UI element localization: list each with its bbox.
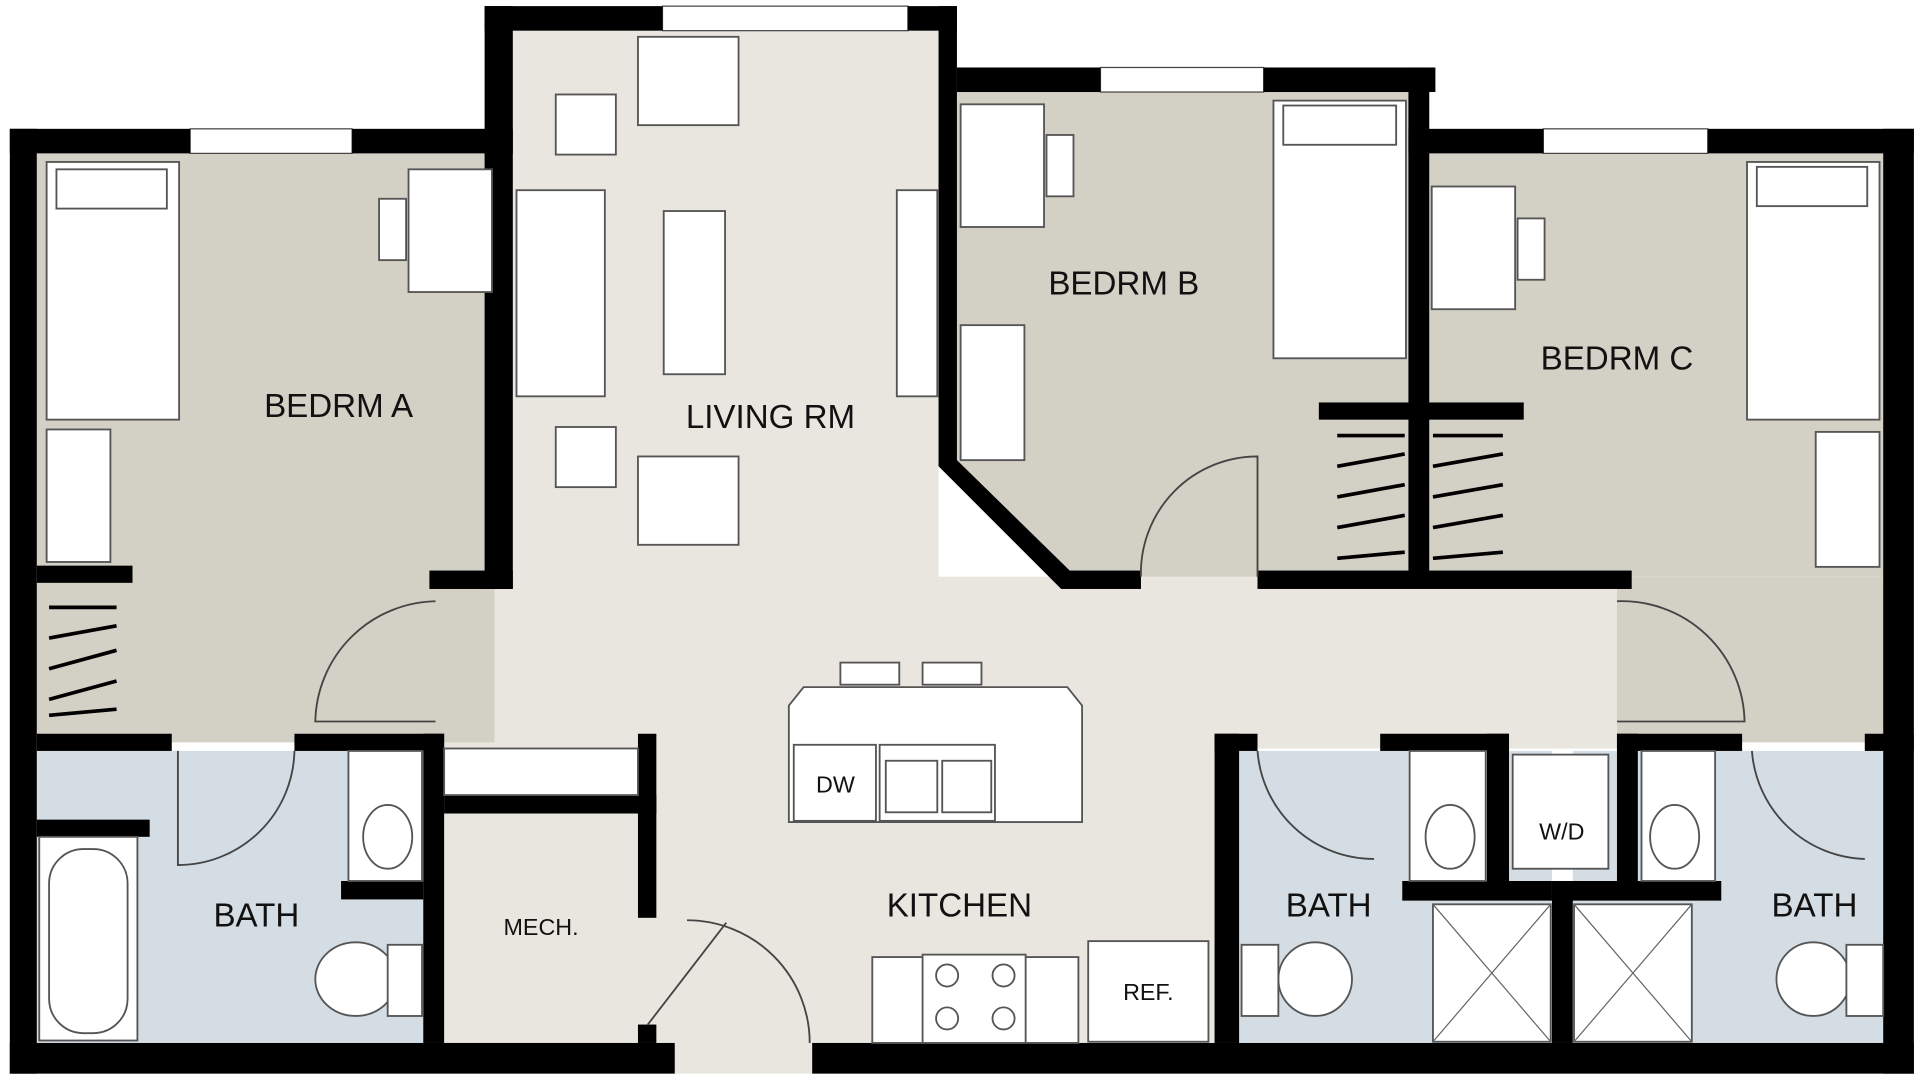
window-bedroom-c xyxy=(1542,128,1709,154)
toilet-c xyxy=(1775,941,1851,1017)
dishwasher xyxy=(792,743,877,822)
desk-a xyxy=(407,168,493,293)
dresser-c xyxy=(1814,430,1881,568)
label-washer-dryer: W/D xyxy=(1539,818,1584,844)
tv-console xyxy=(895,189,939,398)
window-living xyxy=(661,5,909,32)
label-bath-b: BATH xyxy=(1286,888,1372,925)
sofa xyxy=(515,189,606,398)
label-dishwasher: DW xyxy=(816,772,855,798)
chair-living-bottom xyxy=(637,455,740,546)
label-bath-a: BATH xyxy=(213,897,299,934)
bedroom-c-entry-floor xyxy=(1616,576,1884,743)
chair-living-top xyxy=(637,35,740,127)
doors xyxy=(176,455,1865,1043)
toilet-a xyxy=(314,941,398,1017)
dresser-a xyxy=(45,428,112,563)
window-bedroom-b xyxy=(1099,66,1265,93)
label-bath-c: BATH xyxy=(1772,888,1858,925)
label-living-room: LIVING RM xyxy=(686,399,855,436)
label-mech: MECH. xyxy=(503,914,578,940)
desk-c xyxy=(1430,185,1517,311)
dresser-b xyxy=(959,324,1026,462)
end-table xyxy=(554,93,617,156)
walls xyxy=(9,6,1914,1074)
label-bedroom-c: BEDRM C xyxy=(1541,340,1694,377)
label-bedroom-b: BEDRM B xyxy=(1048,265,1199,302)
mech-shelf xyxy=(443,747,639,797)
label-refrigerator: REF. xyxy=(1123,979,1173,1005)
window-bedroom-a xyxy=(189,128,353,154)
label-bedroom-a: BEDRM A xyxy=(264,388,414,425)
label-kitchen: KITCHEN xyxy=(887,888,1032,925)
mech-floor xyxy=(444,813,638,1043)
end-table xyxy=(554,426,617,489)
furniture xyxy=(38,35,1885,1044)
refrigerator xyxy=(1087,940,1210,1043)
toilet-b xyxy=(1277,941,1353,1017)
entry-floor xyxy=(674,1042,813,1074)
desk-b xyxy=(959,103,1045,228)
closet-rods xyxy=(48,433,1504,718)
floors xyxy=(36,30,1884,1074)
washer-dryer xyxy=(1511,753,1610,870)
coffee-table xyxy=(662,210,726,376)
